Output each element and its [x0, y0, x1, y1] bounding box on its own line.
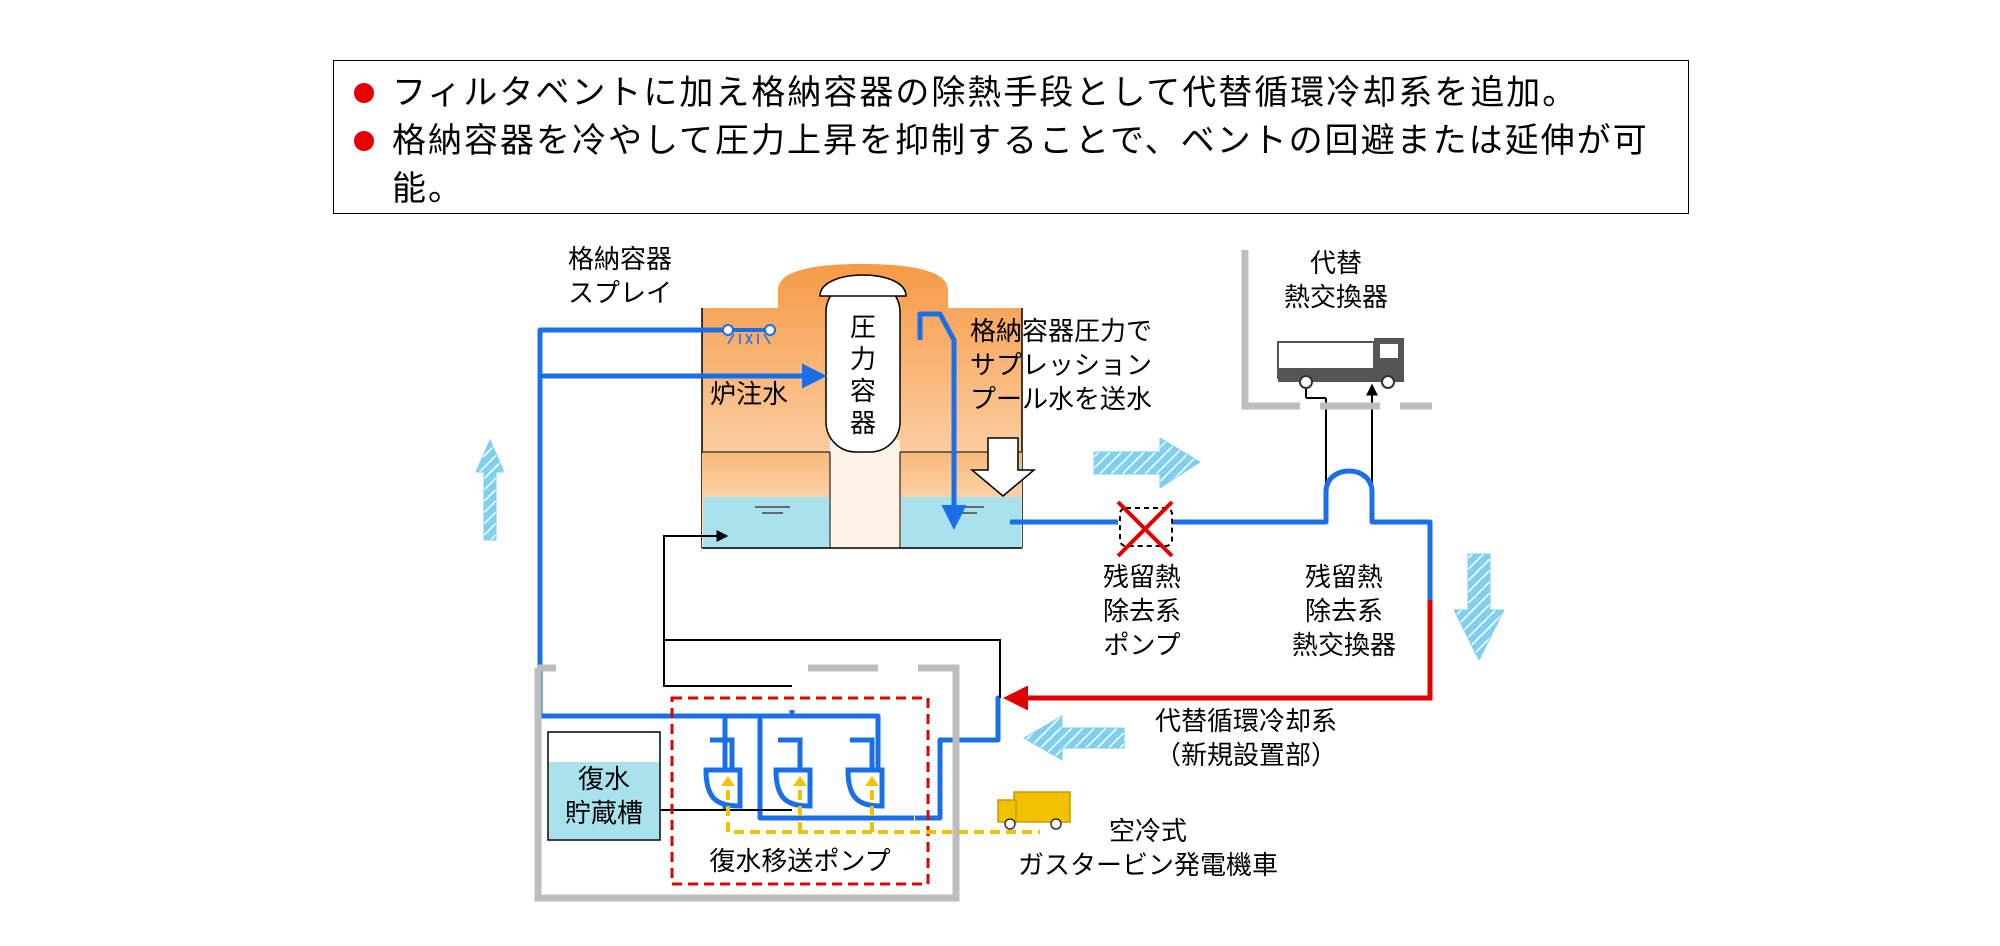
- condensate-storage-tank: [547, 731, 661, 841]
- suppression-label: プール水を送水: [970, 385, 1152, 415]
- bullet-item: フィルタベントに加え格納容器の除熱手段として代替循環冷却系を追加。: [334, 69, 1682, 117]
- spray-label: 格納容器: [568, 245, 672, 275]
- alt-heat-exchanger-truck-icon: [1277, 338, 1404, 389]
- reactor-pressure-vessel: 圧 力 容 器: [819, 274, 907, 453]
- bullet-dot-icon: [354, 131, 374, 151]
- pump-return-line: [915, 695, 1001, 821]
- disabled-x-icon: [1116, 500, 1174, 558]
- suppression-pool-water: [703, 497, 829, 549]
- bullet-text: フィルタベントに加え格納容器の除熱手段として代替循環冷却系を追加。: [392, 73, 1579, 113]
- bullet-item: 格納容器を冷やして圧力上昇を抑制することで、ベントの回避または延伸が可能。: [334, 117, 1682, 213]
- power-lines: [726, 790, 1040, 834]
- alt-cooling-label: 代替循環冷却系: [1155, 707, 1337, 737]
- rpv-label-char: 容: [850, 377, 876, 407]
- down-arrow-icon: [969, 437, 1037, 497]
- suppression-pool-water: [901, 497, 1021, 549]
- rhr-discharge-line: [1172, 480, 1433, 600]
- up-arrow-icon: [475, 438, 505, 541]
- alt-hx-label: 代替: [1310, 249, 1362, 279]
- left-arrow-icon: [1023, 715, 1125, 761]
- rhr-hx-label: 残留熱: [1305, 563, 1383, 593]
- rhr-hx-label: 熱交換器: [1292, 631, 1396, 661]
- generator-label: ガスタービン発電機車: [1018, 851, 1278, 881]
- generator-label: 空冷式: [1109, 817, 1187, 847]
- tank-label: 復水: [578, 765, 630, 795]
- rhr-pump-label: 残留熱: [1103, 563, 1181, 593]
- rhr-pump-label: ポンプ: [1103, 631, 1180, 661]
- right-arrow-icon: [1093, 437, 1201, 489]
- down-arrow-icon: [1453, 553, 1505, 662]
- summary-box: フィルタベントに加え格納容器の除熱手段として代替循環冷却系を追加。 格納容器を冷…: [333, 60, 1689, 214]
- rhr-pump-label: 除去系: [1103, 597, 1181, 627]
- bullet-text: 格納容器を冷やして圧力上昇を抑制することで、ベントの回避または延伸が可能。: [392, 121, 1649, 209]
- pool-feed-line: [917, 311, 967, 530]
- new-alternative-line: [1003, 600, 1433, 711]
- rhr-hx-label: 除去系: [1305, 597, 1383, 627]
- tank-label: 貯蔵槽: [565, 799, 643, 829]
- injection-label: 炉注水: [710, 380, 788, 410]
- suppression-label: 格納容器圧力で: [970, 317, 1152, 347]
- alt-cooling-label: （新規設置部）: [1155, 741, 1337, 771]
- rpv-label-char: 力: [850, 345, 876, 375]
- rhr-heat-exchanger: [1323, 468, 1375, 522]
- bullet-dot-icon: [354, 83, 374, 103]
- gas-turbine-generator-truck-icon: [997, 791, 1071, 830]
- spray-label: スプレイ: [568, 279, 672, 309]
- rpv-label-char: 器: [850, 409, 876, 439]
- building-walls: [534, 250, 1432, 902]
- transfer-pumps-box: [670, 696, 930, 886]
- transfer-pumps-label: 復水移送ポンプ: [709, 847, 890, 877]
- alt-hx-label: 熱交換器: [1284, 283, 1388, 313]
- spray-nozzle-icon: [722, 324, 776, 345]
- transfer-pumps: [703, 737, 885, 809]
- rhr-pump: [1116, 500, 1174, 558]
- rpv-label-char: 圧: [850, 313, 876, 343]
- suppression-label: サプレッション: [970, 351, 1152, 381]
